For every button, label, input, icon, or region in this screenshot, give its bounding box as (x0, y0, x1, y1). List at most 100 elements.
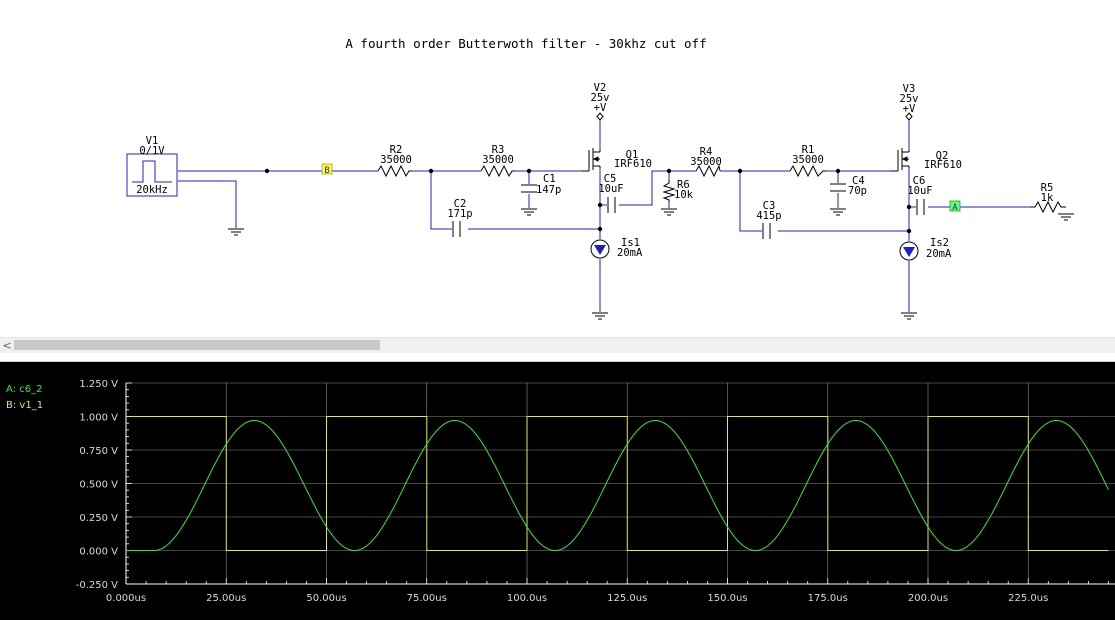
v2-name: V2 (594, 82, 607, 94)
trace-a-sine-wave (126, 419, 1109, 552)
c1-name: C1 (543, 173, 556, 185)
ground-icon (227, 228, 245, 236)
r4-name: R4 (700, 146, 713, 158)
r1-name: R1 (802, 144, 815, 156)
r1-value: 35000 (792, 154, 824, 166)
y-tick-label: 1.000 V (79, 413, 118, 424)
v3-name: V3 (903, 83, 916, 95)
r6-value: 10k (674, 189, 694, 201)
c3-name: C3 (763, 200, 776, 212)
trace-b-square-wave (126, 416, 1109, 551)
x-tick-label: 175.0us (808, 593, 848, 604)
is2-value: 20mA (926, 248, 952, 260)
schematic-canvas[interactable]: A fourth order Butterwoth filter - 30khz… (0, 0, 1115, 337)
x-tick-label: 125.0us (607, 593, 647, 604)
is1-current-source[interactable] (590, 239, 610, 259)
probe-a-label: A (952, 203, 958, 213)
q1-mosfet[interactable] (582, 148, 601, 172)
v2-rail: +V (594, 102, 607, 114)
horizontal-scrollbar[interactable]: < (0, 337, 1115, 353)
is2-current-source[interactable] (899, 241, 919, 261)
r4-resistor[interactable] (695, 164, 721, 178)
r5-value: 1k (1041, 192, 1054, 204)
y-tick-label: 0.000 V (79, 547, 118, 558)
q1-name: Q1 (626, 149, 639, 161)
scope-plot: 1.250 V1.000 V0.750 V0.500 V0.250 V0.000… (76, 379, 1115, 604)
ground-icon (900, 312, 918, 320)
v1-name: V1 (146, 135, 159, 147)
v1-frequency: 20kHz (136, 184, 168, 196)
ground-icon (829, 208, 847, 216)
c4-value: 70p (848, 185, 867, 197)
r2-name: R2 (390, 144, 403, 156)
c5-capacitor[interactable] (607, 197, 616, 213)
x-tick-label: 25.00us (206, 593, 246, 604)
r2-resistor[interactable] (377, 164, 412, 178)
is1-value: 20mA (617, 247, 643, 259)
v3-value: 25v (900, 93, 919, 105)
r6-name: R6 (677, 179, 690, 191)
scope-legend: A: c6_2 B: v1_1 (6, 382, 43, 414)
c5-name: C5 (604, 173, 617, 185)
q2-value: IRF610 (924, 159, 962, 171)
c4-capacitor[interactable] (830, 183, 846, 192)
q1-value: IRF610 (614, 158, 652, 170)
legend-trace-a[interactable]: A: c6_2 (6, 384, 43, 395)
x-tick-label: 225.0us (1008, 593, 1048, 604)
r2-value: 35000 (380, 154, 412, 166)
q2-name: Q2 (936, 150, 949, 162)
r4-value: 35000 (690, 156, 722, 168)
probe-a-marker[interactable] (949, 200, 961, 212)
c2-name: C2 (454, 198, 467, 210)
pane-splitter[interactable] (0, 353, 1115, 362)
c3-value: 415p (756, 210, 781, 222)
c6-value: 10uF (907, 185, 932, 197)
is2-name: Is2 (930, 237, 949, 249)
r1-resistor[interactable] (789, 164, 826, 178)
r5-resistor[interactable] (1030, 200, 1066, 214)
scroll-left-arrow[interactable]: < (2, 339, 12, 352)
c2-value: 171p (447, 208, 472, 220)
c1-capacitor[interactable] (521, 184, 537, 193)
v3-rail: +V (903, 103, 916, 115)
v3-terminal[interactable] (905, 112, 913, 121)
q2-mosfet[interactable] (890, 148, 910, 172)
y-tick-label: -0.250 V (76, 580, 118, 591)
junctions (264, 168, 912, 234)
r3-resistor[interactable] (480, 164, 515, 178)
scroll-thumb[interactable] (14, 340, 380, 350)
ground-icon (1057, 213, 1075, 221)
schematic-title: A fourth order Butterwoth filter - 30khz… (345, 36, 706, 51)
schematic-drawing: A fourth order Butterwoth filter - 30khz… (126, 36, 1075, 320)
c3-capacitor[interactable] (762, 223, 771, 239)
c1-value: 147p (536, 184, 561, 196)
y-tick-label: 0.750 V (79, 446, 118, 457)
c4-name: C4 (852, 175, 865, 187)
x-tick-label: 100.0us (507, 593, 547, 604)
c5-value: 10uF (598, 183, 623, 195)
x-tick-label: 150.0us (707, 593, 747, 604)
v2-value: 25v (591, 92, 610, 104)
ground-icon (591, 312, 609, 320)
ground-icon (520, 208, 538, 216)
v1-source[interactable] (126, 153, 178, 197)
y-tick-label: 0.500 V (79, 480, 118, 491)
v2-terminal[interactable] (596, 112, 604, 121)
r3-value: 35000 (482, 154, 514, 166)
v1-value: 0/1V (139, 145, 165, 157)
probe-b-label: B (324, 166, 329, 176)
c6-name: C6 (913, 175, 926, 187)
x-tick-label: 0.000us (106, 593, 146, 604)
is1-name: Is1 (621, 237, 640, 249)
x-tick-label: 75.00us (407, 593, 447, 604)
c2-capacitor[interactable] (452, 221, 461, 237)
c6-capacitor[interactable] (916, 199, 925, 215)
ground-icon (660, 208, 678, 216)
y-tick-label: 0.250 V (79, 513, 118, 524)
x-tick-label: 50.00us (306, 593, 346, 604)
r3-name: R3 (492, 144, 505, 156)
probe-b-marker[interactable] (321, 163, 333, 175)
r6-resistor[interactable] (662, 180, 676, 202)
legend-trace-b[interactable]: B: v1_1 (6, 400, 44, 411)
